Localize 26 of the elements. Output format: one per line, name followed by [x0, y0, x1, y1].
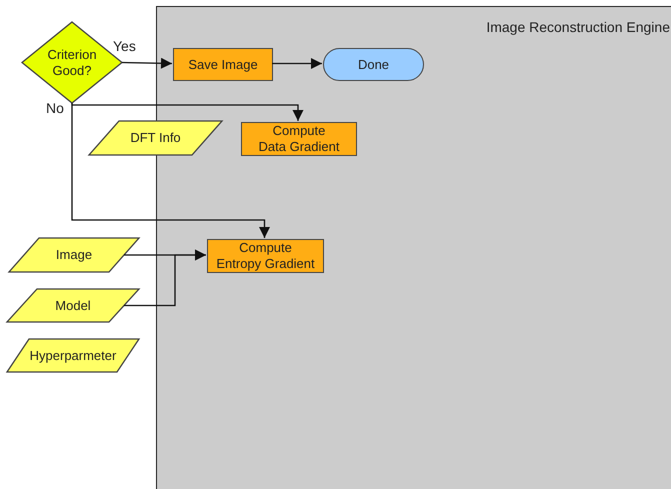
arrow [71, 103, 270, 238]
edge-label: No [45, 100, 65, 116]
edge-label: Yes [112, 38, 137, 54]
terminal-box [323, 48, 424, 81]
arrow [272, 58, 322, 69]
arrow [124, 250, 206, 306]
process-box [207, 239, 324, 273]
data-parallelogram [7, 339, 139, 372]
decision-text: Criterion Good? [46, 46, 98, 78]
data-parallelogram [7, 289, 139, 322]
data-parallelogram [89, 121, 222, 155]
engine-panel [156, 6, 671, 489]
node-label: Model [55, 298, 91, 314]
node-label: DFT Info [130, 130, 181, 146]
arrow [122, 58, 172, 69]
node-label: Image [56, 247, 92, 263]
data-parallelogram [9, 238, 139, 272]
arrow [71, 102, 304, 121]
node-label: Compute Entropy Gradient [215, 240, 316, 272]
node-label: Compute Data Gradient [258, 123, 340, 155]
process-box [173, 48, 273, 81]
node-label: Hyperparmeter [30, 348, 116, 364]
process-box [241, 122, 357, 156]
panel-title: Image Reconstruction Engine [486, 19, 670, 35]
node-label: Done [358, 56, 390, 72]
node-label: Save Image [188, 56, 258, 72]
